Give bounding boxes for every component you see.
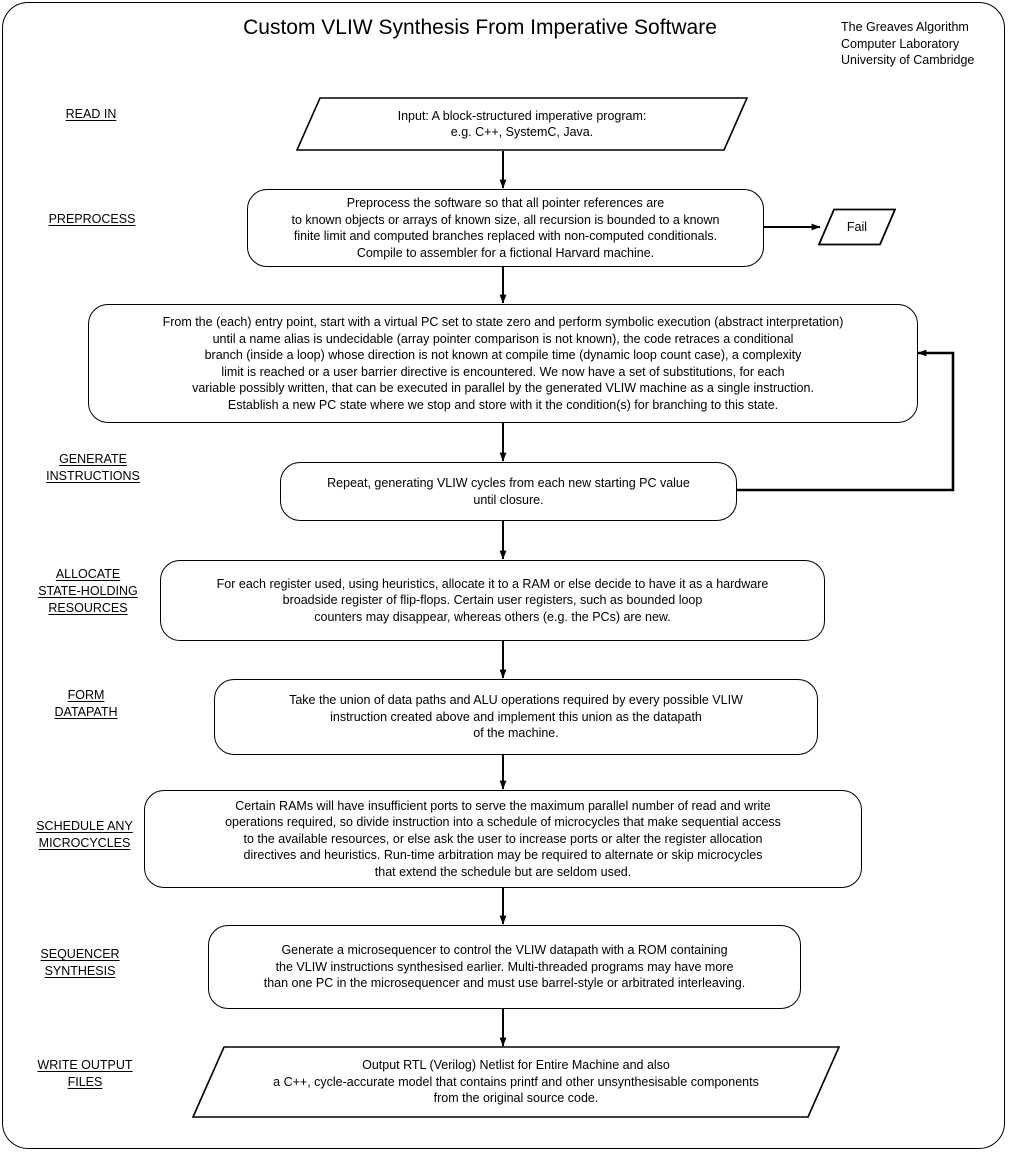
credit-block: The Greaves Algorithm Computer Laborator… [841, 19, 974, 69]
arrow-feedback-repeat-to-symbolic [737, 349, 955, 492]
node-fail[interactable]: Fail [818, 208, 896, 246]
stage-label-allocate-state-holding-resources: ALLOCATE STATE-HOLDING RESOURCES [14, 566, 162, 617]
node-sequencer-line: the VLIW instructions synthesised earlie… [275, 959, 734, 974]
node-repeat-line: until closure. [473, 492, 544, 507]
stage-label-line: GENERATE [59, 452, 127, 466]
node-datapath-line: instruction created above and implement … [330, 709, 702, 724]
node-symbolic-line: From the (each) entry point, start with … [162, 315, 844, 329]
node-input-program[interactable]: Input: A block-structured imperative pro… [296, 97, 748, 151]
node-datapath-line: Take the union of data paths and ALU ope… [289, 693, 743, 708]
node-symbolic-line: limit is reached or a user barrier direc… [221, 364, 785, 379]
stage-label-read-in: READ IN [36, 106, 146, 123]
credit-line-algorithm: The Greaves Algorithm [841, 20, 969, 34]
stage-label-line: INSTRUCTIONS [46, 469, 140, 483]
page-title: Custom VLIW Synthesis From Imperative So… [243, 16, 717, 39]
node-output-files[interactable]: Output RTL (Verilog) Netlist for Entire … [192, 1046, 840, 1118]
node-schedule-microcycles[interactable]: Certain RAMs will have insufficient port… [144, 790, 862, 888]
node-microcycles-line: to the available resources, or else ask … [243, 831, 763, 846]
parallelogram-shape-input [296, 97, 748, 151]
credit-line-university: University of Cambridge [841, 53, 975, 67]
node-preprocess-line: to known objects or arrays of known size… [291, 212, 720, 227]
node-output-line: from the original source code. [433, 1091, 599, 1106]
node-symbolic-line: variable possibly written, that can be e… [192, 381, 814, 395]
parallelogram-shape-fail [818, 208, 896, 246]
node-microcycles-line: Certain RAMs will have insufficient port… [235, 798, 771, 813]
node-allocate-line: For each register used, using heuristics… [216, 576, 769, 591]
node-microcycles-line: that extend the schedule but are seldom … [374, 864, 632, 879]
stage-label-sequencer-synthesis: SEQUENCER SYNTHESIS [10, 946, 150, 980]
node-input-line: Input: A block-structured imperative pro… [397, 108, 647, 123]
stage-label-line: PREPROCESS [48, 212, 136, 226]
node-output-line: Output RTL (Verilog) Netlist for Entire … [362, 1058, 670, 1073]
stage-label-line: DATAPATH [54, 705, 118, 719]
stage-label-schedule-any-microcycles: SCHEDULE ANY MICROCYCLES [13, 818, 156, 852]
stage-label-line: READ IN [65, 107, 117, 121]
node-sequencer-synthesis[interactable]: Generate a microsequencer to control the… [208, 925, 801, 1009]
node-symbolic-line: branch (inside a loop) whose direction i… [204, 348, 802, 362]
stage-label-line: RESOURCES [48, 601, 128, 615]
stage-label-line: SYNTHESIS [44, 964, 116, 978]
node-sequencer-line: than one PC in the microsequencer and mu… [263, 976, 746, 991]
stage-label-line: MICROCYCLES [38, 836, 131, 850]
credit-line-laboratory: Computer Laboratory [841, 36, 960, 51]
node-symbolic-line: Establish a new PC state where we stop a… [227, 397, 779, 412]
stage-label-line: ALLOCATE [55, 567, 121, 581]
stage-label-line: SCHEDULE ANY [36, 819, 133, 833]
stage-label-preprocess: PREPROCESS [27, 211, 157, 228]
node-datapath-line: of the machine. [473, 726, 559, 741]
node-symbolic-line: until a name alias is undecidable (array… [212, 331, 794, 346]
stage-label-line: FILES [67, 1075, 103, 1089]
stage-label-line: FORM [67, 688, 105, 702]
node-repeat-until-closure[interactable]: Repeat, generating VLIW cycles from each… [280, 462, 737, 521]
node-preprocess-line: Preprocess the software so that all poin… [346, 196, 665, 210]
node-allocate-registers[interactable]: For each register used, using heuristics… [160, 560, 825, 641]
node-preprocess-line: Compile to assembler for a fictional Har… [356, 245, 655, 260]
node-fail-label: Fail [846, 219, 868, 234]
parallelogram-shape-output [192, 1046, 840, 1118]
node-microcycles-line: directives and heuristics. Run-time arbi… [243, 848, 763, 863]
stage-label-line: STATE-HOLDING [38, 584, 138, 598]
stage-label-write-output-files: WRITE OUTPUT FILES [12, 1057, 158, 1091]
node-sequencer-line: Generate a microsequencer to control the… [281, 943, 728, 958]
node-preprocess-line: finite limit and computed branches repla… [293, 229, 718, 243]
node-form-datapath[interactable]: Take the union of data paths and ALU ope… [214, 679, 818, 755]
node-output-line: a C++, cycle-accurate model that contain… [273, 1074, 759, 1089]
node-preprocess[interactable]: Preprocess the software so that all poin… [247, 189, 764, 267]
stage-label-generate-instructions: GENERATE INSTRUCTIONS [23, 451, 163, 485]
node-symbolic-execution[interactable]: From the (each) entry point, start with … [88, 304, 918, 423]
node-input-line: e.g. C++, SystemC, Java. [450, 125, 594, 139]
node-allocate-line: broadside register of flip-flops. Certai… [282, 593, 703, 608]
stage-label-form-datapath: FORM DATAPATH [16, 687, 156, 721]
node-repeat-line: Repeat, generating VLIW cycles from each… [327, 476, 690, 490]
node-microcycles-line: operations required, so divide instructi… [225, 815, 781, 830]
stage-label-line: SEQUENCER [40, 947, 120, 961]
stage-label-line: WRITE OUTPUT [37, 1058, 133, 1072]
node-allocate-line: counters may disappear, whereas others (… [314, 609, 671, 624]
